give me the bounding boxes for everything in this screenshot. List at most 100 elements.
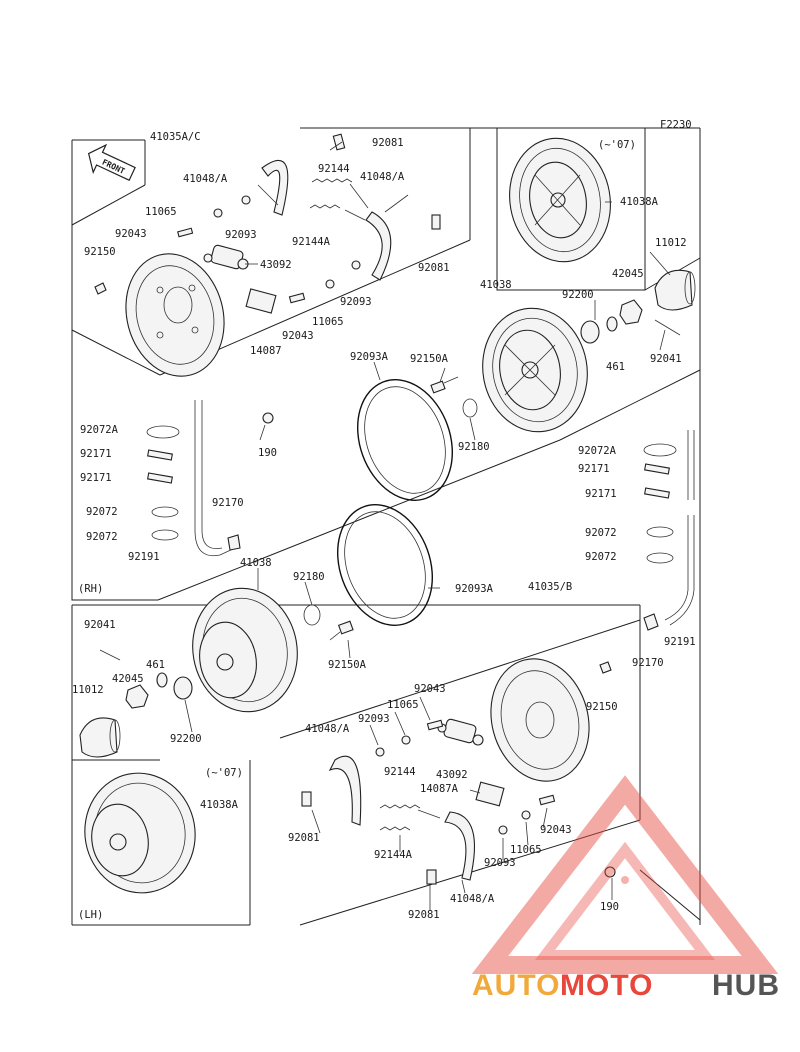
- hub-cap-rh: [654, 269, 696, 311]
- nut-washer-lh: [99, 649, 193, 709]
- brake-drum-rh: [482, 307, 588, 433]
- brake-hose-right: [643, 430, 695, 631]
- part-label: 11012: [655, 237, 687, 249]
- section-label-lh: (LH): [78, 909, 103, 921]
- brake-shoe-rh-2: [365, 211, 392, 281]
- wheel-cylinder-rh: [203, 244, 249, 270]
- part-label: 92072: [86, 531, 118, 543]
- part-label: 92043: [540, 824, 572, 836]
- part-label: 92171: [585, 488, 617, 500]
- brake-shoe-lh-1: [328, 755, 362, 826]
- part-label: 92144A: [292, 236, 331, 248]
- part-label: 92200: [170, 733, 202, 745]
- section-label-rh: (RH): [78, 583, 103, 595]
- part-label: 92150: [586, 701, 618, 713]
- part-label: 41038: [240, 557, 272, 569]
- part-label: 92180: [293, 571, 325, 583]
- part-label: 11065: [312, 316, 344, 328]
- brake-drum-41038a-lh: [84, 772, 196, 894]
- part-label: 92191: [128, 551, 160, 563]
- part-label: 92093: [358, 713, 390, 725]
- part-label: 92171: [80, 448, 112, 460]
- watermark-hub: HUB: [712, 969, 780, 1002]
- seal-ring-92180-lh: [303, 604, 321, 626]
- part-label: 92072A: [80, 424, 119, 436]
- watermark-text: AUTO MOTO HUB: [472, 969, 780, 1002]
- model-note-bottom: (~'07): [205, 767, 243, 779]
- part-label: 11065: [145, 206, 177, 218]
- part-label: 41048/A: [450, 893, 495, 905]
- part-label: 92093: [225, 229, 257, 241]
- brake-shoe-rh-1: [257, 159, 289, 216]
- part-label: 92200: [562, 289, 594, 301]
- part-labels: F2230 (RH) (LH) (~'07) (~'07) 41035A/C 9…: [72, 119, 696, 921]
- brake-drum-41038a-top: [509, 137, 611, 263]
- watermark-logo-icon: [471, 775, 779, 974]
- stud-bolt-rh: [430, 376, 478, 418]
- small-parts-rh: [94, 133, 441, 424]
- part-label: 92081: [408, 909, 440, 921]
- part-label: 92093: [340, 296, 372, 308]
- watermark-moto: MOTO: [560, 969, 653, 1002]
- part-label: 41035/B: [528, 581, 572, 593]
- stud-bolt-lh: [329, 620, 354, 641]
- part-label: 92150A: [410, 353, 449, 365]
- brake-shoe-lh-2: [444, 811, 476, 881]
- backing-plate-rh: [125, 253, 225, 377]
- part-label: 92170: [212, 497, 244, 509]
- part-label: 41048/A: [305, 723, 350, 735]
- part-label: 41038A: [200, 799, 239, 811]
- part-label: 92144: [384, 766, 416, 778]
- part-label: 92072: [86, 506, 118, 518]
- hub-cap-lh: [79, 717, 121, 758]
- part-label: 461: [146, 659, 165, 671]
- part-label: 41038: [480, 279, 512, 291]
- part-label: 92144A: [374, 849, 413, 861]
- watermark-auto: AUTO: [472, 969, 560, 1002]
- nut-washer-rh: [580, 299, 681, 344]
- part-label: 92150: [84, 246, 116, 258]
- part-label: 92171: [578, 463, 610, 475]
- part-label: 11065: [510, 844, 542, 856]
- brake-drum-lh: [192, 587, 298, 713]
- part-label: 92144: [318, 163, 350, 175]
- part-label: 92093A: [350, 351, 389, 363]
- part-label: 43092: [436, 769, 468, 781]
- seal-ring-92093a-upper: [356, 379, 454, 501]
- part-label: 92043: [282, 330, 314, 342]
- part-label: 42045: [112, 673, 144, 685]
- seal-ring-92093a-lower: [336, 504, 434, 626]
- part-label: 11012: [72, 684, 104, 696]
- part-label: 92072A: [578, 445, 617, 457]
- part-label: 41038A: [620, 196, 659, 208]
- part-label: 92170: [632, 657, 664, 669]
- part-label: 190: [258, 447, 277, 459]
- part-label: 92171: [80, 472, 112, 484]
- part-label: 14087A: [420, 783, 459, 795]
- part-label: 92150A: [328, 659, 367, 671]
- leader-lines: [184, 141, 671, 910]
- part-label: 14087: [250, 345, 282, 357]
- brake-hose-rh: [146, 400, 241, 557]
- part-label: 92041: [84, 619, 116, 631]
- part-label: 41048/A: [360, 171, 405, 183]
- part-label: 92041: [650, 353, 682, 365]
- part-label: 11065: [387, 699, 419, 711]
- part-label: 461: [606, 361, 625, 373]
- part-label: 41035A/C: [150, 131, 201, 143]
- part-label: 92081: [372, 137, 404, 149]
- part-label: 92093: [484, 857, 516, 869]
- front-arrow-icon: FRONT: [87, 143, 136, 182]
- part-label: 43092: [260, 259, 292, 271]
- small-parts-lh: [301, 719, 616, 885]
- part-label: 92093A: [455, 583, 494, 595]
- wheel-cylinder-lh: [437, 718, 484, 746]
- part-label: 92180: [458, 441, 490, 453]
- part-label: 42045: [612, 268, 644, 280]
- backing-plate-lh: [490, 658, 612, 782]
- part-label: 92072: [585, 527, 617, 539]
- diagram-code: F2230: [660, 119, 692, 131]
- model-note-top: (~'07): [598, 139, 636, 151]
